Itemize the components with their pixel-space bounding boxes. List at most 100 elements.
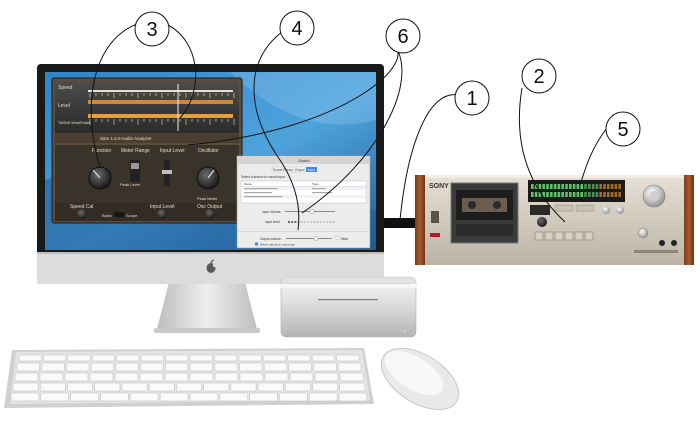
keyboard-key[interactable] (94, 382, 121, 392)
keyboard-key[interactable] (41, 362, 65, 372)
vu-segment (569, 192, 572, 197)
deck-small-knob[interactable] (537, 217, 547, 227)
keyboard-key[interactable] (249, 392, 278, 402)
keyboard-key[interactable] (140, 354, 164, 362)
keyboard-key[interactable] (279, 392, 308, 402)
transport-button[interactable] (584, 231, 594, 241)
keyboard-key[interactable] (67, 382, 93, 392)
keyboard-key[interactable] (121, 382, 148, 392)
keyboard-key[interactable] (39, 382, 66, 392)
keyboard-key[interactable] (239, 372, 264, 382)
keyboard-key[interactable] (165, 362, 189, 372)
keyboard-key[interactable] (18, 354, 42, 362)
keyboard-key[interactable] (139, 372, 164, 382)
speed-cal-knob[interactable] (77, 209, 87, 219)
vu-segment (603, 192, 606, 197)
keyboard-key[interactable] (336, 354, 360, 362)
keyboard-key[interactable] (339, 382, 366, 392)
imac-stand (156, 270, 258, 333)
keyboard-key[interactable] (148, 382, 175, 392)
keyboard-key[interactable] (263, 362, 288, 372)
keyboard-key[interactable] (40, 392, 69, 402)
keyboard-key[interactable] (338, 392, 368, 402)
keyboard-key[interactable] (219, 392, 248, 402)
deck-tone-knob[interactable] (616, 206, 624, 214)
transport-button[interactable] (564, 231, 574, 241)
keyboard-key[interactable] (10, 392, 40, 402)
keyboard-key[interactable] (314, 372, 339, 382)
basic-scope-toggle[interactable] (114, 212, 124, 217)
transport-button[interactable] (574, 231, 584, 241)
scope-label: Scope (126, 213, 138, 218)
keyboard-key[interactable] (14, 372, 39, 382)
power-switch[interactable] (431, 211, 439, 223)
keyboard-key[interactable] (238, 354, 262, 362)
keyboard-key[interactable] (264, 372, 289, 382)
callout-5: 5 (605, 111, 641, 147)
keyboard-key[interactable] (100, 392, 129, 402)
keyboard-key[interactable] (92, 354, 115, 362)
output-level-knob[interactable] (637, 227, 649, 239)
keyboard-key[interactable] (189, 372, 214, 382)
keyboard-key[interactable] (140, 362, 164, 372)
input-trim-knob[interactable] (157, 209, 167, 219)
mute-checkbox[interactable] (335, 236, 340, 240)
keyboard-key[interactable] (66, 362, 90, 372)
vu-segment (603, 184, 606, 189)
keyboard-key[interactable] (239, 362, 263, 372)
keyboard-key[interactable] (39, 372, 64, 382)
keyboard-key[interactable] (159, 392, 189, 402)
keyboard-key[interactable] (287, 354, 311, 362)
keyboard-key[interactable] (116, 354, 140, 362)
keyboard-key[interactable] (257, 382, 284, 392)
keyboard-key[interactable] (313, 362, 337, 372)
keyboard-key[interactable] (70, 392, 99, 402)
vu-segment (588, 192, 591, 197)
keyboard-key[interactable] (90, 362, 115, 372)
keyboard-key[interactable] (12, 382, 39, 392)
callout-leaders (90, 23, 608, 231)
transport-button[interactable] (534, 231, 544, 241)
output-volume-slider[interactable] (286, 238, 332, 239)
keyboard-key[interactable] (130, 392, 159, 402)
osc-output-knob[interactable] (205, 209, 215, 219)
keyboard-key[interactable] (288, 362, 312, 372)
oscillator-label: Oscillator (198, 148, 219, 154)
show-volume-checkbox[interactable] (255, 242, 258, 246)
keyboard-key[interactable] (311, 354, 335, 362)
deck-bias-knob[interactable] (602, 206, 610, 214)
keyboard-key[interactable] (43, 354, 67, 362)
keyboard-key[interactable] (164, 372, 189, 382)
keyboard-key[interactable] (312, 382, 339, 392)
keyboard-key[interactable] (16, 362, 40, 372)
keyboard-key[interactable] (189, 362, 213, 372)
keyboard-key[interactable] (309, 392, 338, 402)
headphone-jack[interactable] (659, 240, 665, 246)
keyboard-key[interactable] (289, 372, 314, 382)
optical-drive-slot (318, 299, 378, 301)
keyboard-key[interactable] (64, 372, 89, 382)
vu-segment (599, 184, 602, 189)
keyboard-key[interactable] (176, 382, 202, 392)
keyboard-key[interactable] (203, 382, 230, 392)
keyboard-key[interactable] (214, 372, 239, 382)
transport-button[interactable] (544, 231, 554, 241)
keyboard-key[interactable] (214, 354, 238, 362)
keyboard-key[interactable] (285, 382, 311, 392)
vu-segment (580, 184, 583, 189)
keyboard-key[interactable] (230, 382, 257, 392)
keyboard-key[interactable] (165, 354, 189, 362)
keyboard-key[interactable] (89, 372, 114, 382)
keyboard-key[interactable] (189, 354, 213, 362)
transport-button[interactable] (554, 231, 564, 241)
keyboard-key[interactable] (263, 354, 286, 362)
vu-segment (531, 184, 534, 189)
keyboard-key[interactable] (338, 362, 362, 372)
keyboard-key[interactable] (114, 372, 139, 382)
tab-input[interactable] (306, 167, 317, 172)
keyboard-key[interactable] (339, 372, 364, 382)
keyboard-key[interactable] (115, 362, 139, 372)
keyboard-key[interactable] (67, 354, 91, 362)
keyboard-key[interactable] (189, 392, 219, 402)
keyboard-key[interactable] (214, 362, 238, 372)
